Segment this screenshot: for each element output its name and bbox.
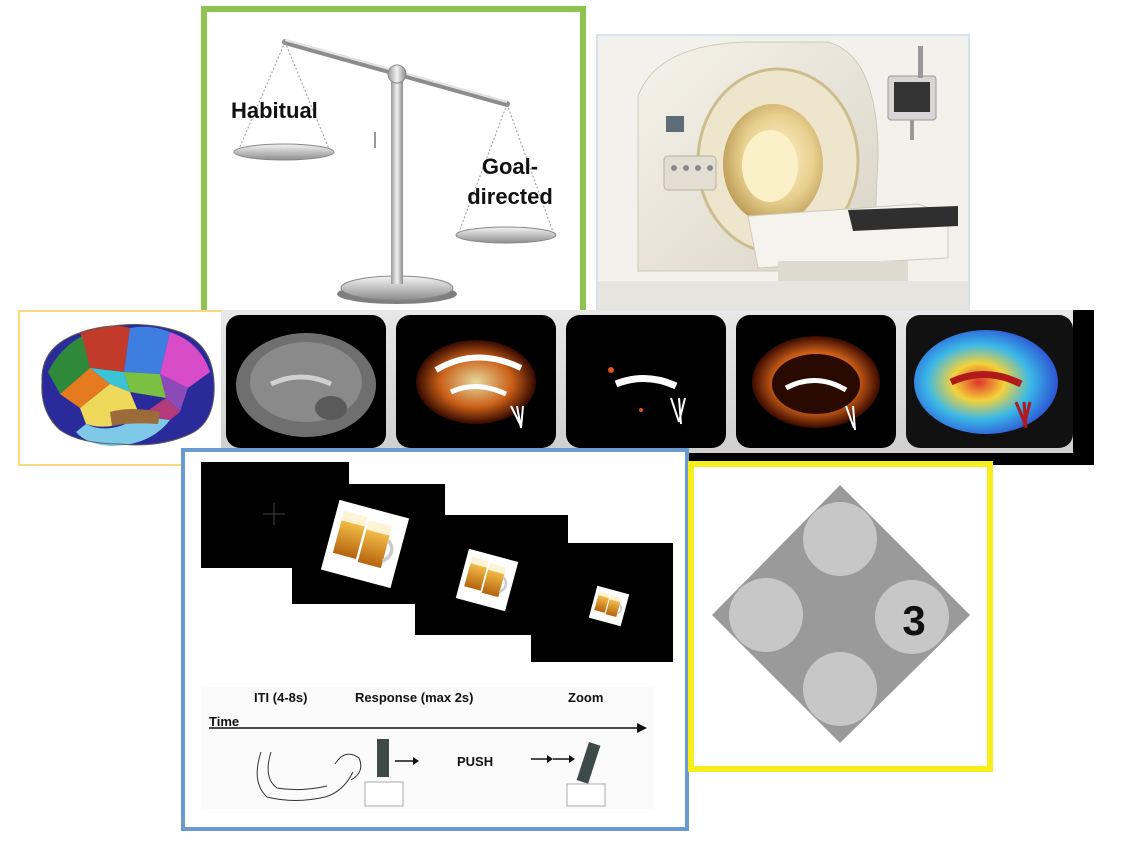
response-label: Response (max 2s) — [355, 690, 474, 705]
response-pad-diagram — [712, 485, 970, 743]
diamond-shape — [712, 485, 970, 743]
brain-scan-strip-image — [221, 310, 1073, 453]
time-axis-label: Time — [209, 714, 240, 729]
response-pad-panel: 3 — [688, 461, 993, 772]
zoom-label: Zoom — [568, 690, 604, 705]
balance-scale-illustration — [233, 39, 557, 304]
brain-parcellation-panel — [18, 310, 230, 466]
mri-scanner-photo — [596, 34, 970, 311]
top-button — [803, 502, 877, 576]
goal-directed-label: Goal- directed — [460, 152, 560, 212]
bottom-button — [803, 652, 877, 726]
push-label: PUSH — [457, 754, 494, 769]
right-button-digit: 3 — [902, 597, 926, 644]
task-paradigm-diagram — [201, 462, 673, 809]
task-paradigm-panel: ITI (4-8s) Response (max 2s) Zoom Time P… — [181, 448, 689, 831]
goal-directed-label-line1: Goal- — [481, 154, 539, 179]
right-button — [875, 580, 949, 654]
habitual-label: Habitual — [231, 98, 318, 123]
brain-scan-strip — [221, 310, 1094, 465]
balance-scale-panel: Habitual Goal- directed — [201, 6, 586, 326]
goal-directed-label-line2: directed — [467, 184, 553, 209]
left-button — [729, 578, 803, 652]
brain-parcellation-image — [41, 324, 215, 446]
mri-scanner-image — [598, 36, 968, 309]
iti-label: ITI (4-8s) — [254, 690, 308, 705]
